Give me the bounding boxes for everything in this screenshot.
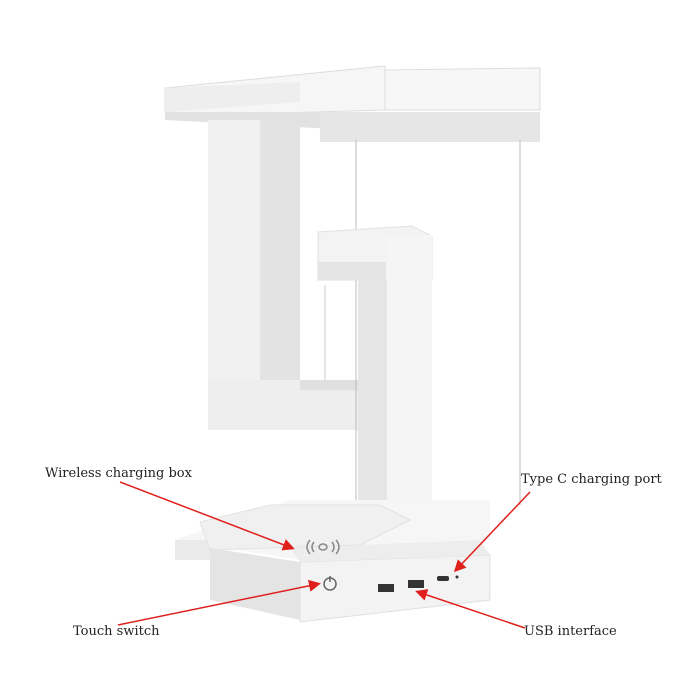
wireless-charging-icon [306,539,340,555]
arrow-wireless [119,481,295,551]
indicator-led [455,575,459,579]
touch-switch-icon [323,576,337,591]
lamp-hanging-column [208,120,368,430]
lamp-base [175,500,491,623]
label-wireless-charging-box: Wireless charging box [45,466,192,481]
label-type-c-port: Type C charging port [521,472,662,487]
usb-port [408,580,424,588]
lamp-standing-column [317,225,433,520]
type-c-port [437,576,449,581]
arrow-touch [117,579,321,626]
arrow-usb [415,589,526,629]
usb-port [378,584,394,592]
label-usb-interface: USB interface [524,624,617,639]
lamp-top-arm [164,65,541,142]
arrow-typec [453,491,531,573]
label-touch-switch: Touch switch [73,624,160,639]
